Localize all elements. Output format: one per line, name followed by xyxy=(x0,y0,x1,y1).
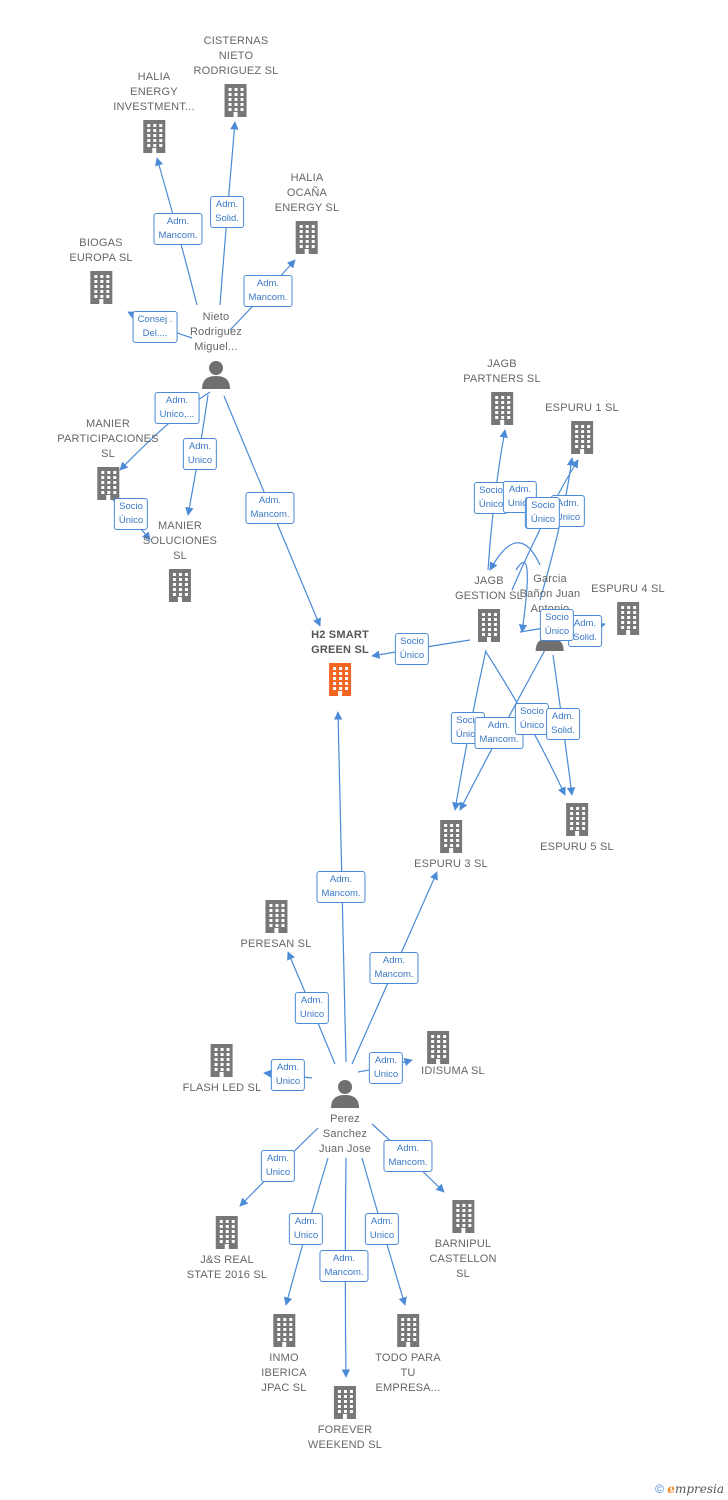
node-label: ESPURU 4 SL xyxy=(591,583,665,595)
building-icon xyxy=(224,84,247,117)
building-icon xyxy=(565,803,588,836)
edge-label-jagb_gestion-espuru4[interactable]: Socio Único xyxy=(539,609,575,641)
node-forever[interactable]: FOREVER WEEKEND SL xyxy=(308,1385,382,1453)
node-flashled[interactable]: FLASH LED SL xyxy=(183,1043,262,1096)
node-perez[interactable]: Perez Sanchez Juan Jose xyxy=(319,1078,371,1157)
edge-label-nieto-h2[interactable]: Adm. Mancom. xyxy=(245,492,295,524)
edge-label-perez-inmo[interactable]: Adm. Unico xyxy=(288,1213,324,1245)
node-label: CISTERNAS NIETO RODRIGUEZ SL xyxy=(193,35,279,77)
node-biogas[interactable]: BIOGAS EUROPA SL xyxy=(69,236,132,304)
edge-label-jagb_gestion-espuru5[interactable]: Socio Único xyxy=(514,703,550,735)
building-icon xyxy=(329,663,351,696)
building-icon xyxy=(452,1200,474,1233)
node-espuru5[interactable]: ESPURU 5 SL xyxy=(540,802,614,855)
edge-label-jagb_gestion-jagb_partners[interactable]: Socio Único xyxy=(473,482,509,514)
node-manier_sol[interactable]: MANIER SOLUCIONES SL xyxy=(143,519,217,602)
edge-label-nieto-cisternas[interactable]: Adm. Solid. xyxy=(210,196,244,228)
edge-label-nieto-manier_part[interactable]: Adm. Unico,... xyxy=(154,392,200,424)
edge-label-perez-forever[interactable]: Adm. Mancom. xyxy=(319,1250,369,1282)
node-label: H2 SMART GREEN SL xyxy=(311,629,369,656)
node-label: INMO IBERICA JPAC SL xyxy=(261,1352,307,1394)
node-label: PERESAN SL xyxy=(240,938,312,950)
edge-label-perez-todo[interactable]: Adm. Unico xyxy=(364,1213,400,1245)
brand-logo: empresia xyxy=(667,1482,724,1496)
node-label: FLASH LED SL xyxy=(182,1082,262,1094)
node-cisternas[interactable]: CISTERNAS NIETO RODRIGUEZ SL xyxy=(194,34,279,117)
node-inmo[interactable]: INMO IBERICA JPAC SL xyxy=(261,1313,307,1396)
node-label: J&S REAL STATE 2016 SL xyxy=(186,1254,268,1281)
building-icon xyxy=(142,120,165,153)
building-icon xyxy=(490,392,513,425)
node-espuru4[interactable]: ESPURU 4 SL xyxy=(591,582,665,635)
node-label: ESPURU 5 SL xyxy=(540,841,614,853)
building-icon xyxy=(439,820,462,853)
edge-label-perez-flashled[interactable]: Adm. Unico xyxy=(270,1059,306,1091)
node-nieto[interactable]: Nieto Rodriguez Miguel... xyxy=(190,310,242,389)
edge-label-manier_part-manier_sol[interactable]: Socio Único xyxy=(113,498,149,530)
building-icon xyxy=(616,602,639,635)
edge-label-perez-peresan[interactable]: Adm. Unico xyxy=(294,992,330,1024)
node-label: JAGB PARTNERS SL xyxy=(463,358,541,385)
building-icon xyxy=(216,1216,238,1249)
node-label: ESPURU 1 SL xyxy=(545,402,619,414)
person-icon xyxy=(201,361,230,389)
building-icon xyxy=(333,1386,356,1419)
node-label: ESPURU 3 SL xyxy=(414,858,488,870)
edge-label-perez-js[interactable]: Adm. Unico xyxy=(260,1150,296,1182)
edge-label-perez-espuru3[interactable]: Adm. Mancom. xyxy=(369,952,419,984)
node-peresan[interactable]: PERESAN SL xyxy=(240,899,311,952)
building-icon xyxy=(272,1314,295,1347)
node-manier_part[interactable]: MANIER PARTICIPACIONES SL xyxy=(57,417,159,500)
node-espuru1[interactable]: ESPURU 1 SL xyxy=(545,401,619,454)
node-label: BARNIPUL CASTELLON SL xyxy=(429,1238,497,1280)
edge-label-nieto-halia_ocana[interactable]: Adm. Mancom. xyxy=(243,275,293,307)
edge-label-nieto-manier_sol[interactable]: Adm. Unico xyxy=(182,438,218,470)
building-icon xyxy=(295,221,318,254)
node-halia_ocana[interactable]: HALIA OCAÑA ENERGY SL xyxy=(275,171,340,254)
edge-label-perez-barnipul[interactable]: Adm. Mancom. xyxy=(383,1140,433,1172)
footer-brand[interactable]: © empresia xyxy=(655,1482,724,1496)
person-icon xyxy=(330,1080,359,1108)
building-icon xyxy=(96,467,119,500)
node-label: HALIA OCAÑA ENERGY SL xyxy=(274,172,340,214)
node-halia_inv[interactable]: HALIA ENERGY INVESTMENT... xyxy=(113,70,195,153)
edge-label-perez-idisuma[interactable]: Adm. Unico xyxy=(368,1052,404,1084)
building-icon xyxy=(396,1314,419,1347)
node-label: JAGB GESTION SL xyxy=(454,575,524,602)
edge-label-nieto-halia_inv[interactable]: Adm. Mancom. xyxy=(153,213,203,245)
node-jagb_partners[interactable]: JAGB PARTNERS SL xyxy=(463,357,541,425)
node-label: TODO PARA TU EMPRESA... xyxy=(375,1352,441,1394)
node-label: Nieto Rodriguez Miguel... xyxy=(190,311,242,353)
node-label: IDISUMA SL xyxy=(421,1065,485,1077)
node-h2[interactable]: H2 SMART GREEN SL xyxy=(311,628,369,696)
edge-garcia-jagb_partners xyxy=(489,542,541,571)
building-icon xyxy=(427,1031,449,1064)
node-label: FOREVER WEEKEND SL xyxy=(307,1424,383,1451)
edge-label-jagb_gestion-espuru1[interactable]: Socio Único xyxy=(525,497,561,529)
node-label: BIOGAS EUROPA SL xyxy=(69,237,133,264)
edge-label-nieto-biogas[interactable]: Consej . Del.... xyxy=(132,311,178,343)
node-jagb_gestion[interactable]: JAGB GESTION SL xyxy=(455,574,523,642)
building-icon xyxy=(210,1044,233,1077)
node-espuru3[interactable]: ESPURU 3 SL xyxy=(414,819,488,872)
edge-label-perez-h2[interactable]: Adm. Mancom. xyxy=(316,871,366,903)
edge-garcia-jagb_gestion xyxy=(515,561,528,633)
node-todo[interactable]: TODO PARA TU EMPRESA... xyxy=(375,1313,441,1396)
building-icon xyxy=(478,609,500,642)
node-label: MANIER PARTICIPACIONES SL xyxy=(57,418,159,460)
node-js[interactable]: J&S REAL STATE 2016 SL xyxy=(187,1215,267,1283)
copyright-symbol: © xyxy=(655,1482,664,1496)
node-label: MANIER SOLUCIONES SL xyxy=(142,520,218,562)
node-label: Perez Sanchez Juan Jose xyxy=(319,1113,371,1155)
node-barnipul[interactable]: BARNIPUL CASTELLON SL xyxy=(429,1199,496,1282)
building-icon xyxy=(265,900,287,933)
building-icon xyxy=(90,271,112,304)
building-icon xyxy=(570,421,593,454)
node-idisuma[interactable]: IDISUMA SL xyxy=(391,1030,485,1079)
edge-label-garcia-espuru5[interactable]: Adm. Solid. xyxy=(546,708,580,740)
edge-label-jagb_gestion-h2[interactable]: Socio Único xyxy=(394,633,430,665)
node-label: HALIA ENERGY INVESTMENT... xyxy=(113,71,195,113)
building-icon xyxy=(168,569,191,602)
